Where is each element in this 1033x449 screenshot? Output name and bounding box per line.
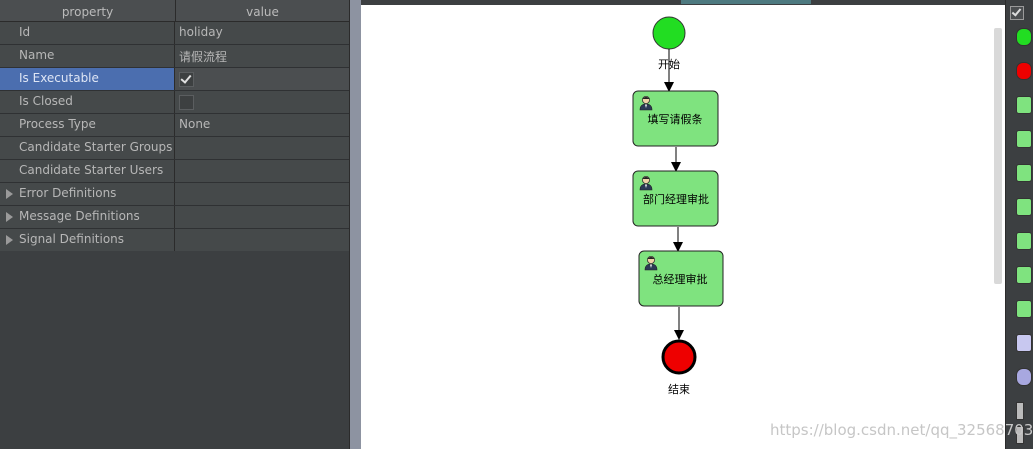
user-task-label: 填写请假条 xyxy=(648,112,703,126)
properties-header: property value xyxy=(0,0,349,22)
property-key: Message Definitions xyxy=(19,209,140,223)
value-column-header[interactable]: value xyxy=(246,5,279,19)
watermark-text: https://blog.csdn.net/qq_32568703 xyxy=(770,421,1033,439)
property-row-process-type[interactable]: Process Type None xyxy=(0,114,349,137)
property-row-candidate-starter-users[interactable]: Candidate Starter Users xyxy=(0,160,349,183)
business-rule-task-tool-icon[interactable] xyxy=(1016,266,1032,284)
property-row-signal-definitions[interactable]: Signal Definitions xyxy=(0,229,349,252)
start-event-tool-icon[interactable] xyxy=(1016,28,1032,46)
property-key: Is Closed xyxy=(19,94,73,108)
expand-arrow-icon[interactable] xyxy=(6,189,13,199)
properties-panel: property value Id holiday Name 请假流程 Is E… xyxy=(0,0,349,449)
end-event[interactable] xyxy=(661,339,697,375)
property-key: Id xyxy=(19,25,31,39)
property-row-is-closed[interactable]: Is Closed xyxy=(0,91,349,114)
is-executable-checkbox[interactable] xyxy=(179,72,194,87)
user-task-label: 总经理审批 xyxy=(653,272,708,286)
expand-arrow-icon[interactable] xyxy=(6,212,13,222)
property-row-is-executable[interactable]: Is Executable xyxy=(0,68,349,91)
id-value-field[interactable]: holiday xyxy=(179,25,223,39)
property-row-id[interactable]: Id holiday xyxy=(0,22,349,45)
is-closed-checkbox[interactable] xyxy=(179,95,194,110)
lane-tool-icon[interactable] xyxy=(1016,426,1024,444)
user-task-2[interactable]: 部门经理审批 xyxy=(632,170,719,227)
end-event-tool-icon[interactable] xyxy=(1016,62,1032,80)
property-row-name[interactable]: Name 请假流程 xyxy=(0,45,349,68)
service-task-tool-icon[interactable] xyxy=(1016,130,1032,148)
property-row-error-definitions[interactable]: Error Definitions xyxy=(0,183,349,206)
gateway-tool-icon[interactable] xyxy=(1016,368,1032,386)
mail-task-tool-icon[interactable] xyxy=(1016,300,1032,318)
property-row-candidate-starter-groups[interactable]: Candidate Starter Groups xyxy=(0,137,349,160)
property-column-header[interactable]: property xyxy=(0,0,176,21)
user-task-label: 部门经理审批 xyxy=(643,192,709,206)
property-key: Is Executable xyxy=(19,71,99,85)
bpmn-diagram: 开始 填写请假条 部门经理审批 总经理审批 结束 xyxy=(632,16,724,396)
property-key: Candidate Starter Groups xyxy=(19,140,173,154)
user-task-tool-icon[interactable] xyxy=(1016,96,1032,114)
receive-task-tool-icon[interactable] xyxy=(1016,232,1032,250)
property-key: Process Type xyxy=(19,117,96,131)
diagram-canvas[interactable]: 开始 填写请假条 部门经理审批 总经理审批 结束 xyxy=(361,5,1005,449)
name-value-field[interactable]: 请假流程 xyxy=(179,50,228,64)
expand-arrow-icon[interactable] xyxy=(6,235,13,245)
palette-toggle-checkbox[interactable] xyxy=(1010,6,1024,20)
properties-empty-area xyxy=(0,251,349,449)
active-tab-indicator xyxy=(681,0,811,4)
script-task-tool-icon[interactable] xyxy=(1016,164,1032,182)
editor-top-strip xyxy=(361,0,1005,5)
start-event[interactable] xyxy=(652,16,686,50)
property-key: Signal Definitions xyxy=(19,232,125,246)
user-task-1[interactable]: 填写请假条 xyxy=(632,90,719,147)
process-type-value[interactable]: None xyxy=(179,117,211,131)
property-key: Error Definitions xyxy=(19,186,117,200)
canvas-vertical-scrollbar[interactable] xyxy=(994,28,1002,284)
property-key: Name xyxy=(19,48,55,62)
manual-task-tool-icon[interactable] xyxy=(1016,198,1032,216)
property-row-message-definitions[interactable]: Message Definitions xyxy=(0,206,349,229)
subprocess-tool-icon[interactable] xyxy=(1016,334,1032,352)
property-key: Candidate Starter Users xyxy=(19,163,164,177)
shape-palette xyxy=(1005,0,1032,449)
panel-splitter[interactable] xyxy=(349,0,362,449)
end-event-label: 结束 xyxy=(668,383,690,396)
pool-tool-icon[interactable] xyxy=(1016,402,1024,420)
user-task-3[interactable]: 总经理审批 xyxy=(638,250,724,307)
